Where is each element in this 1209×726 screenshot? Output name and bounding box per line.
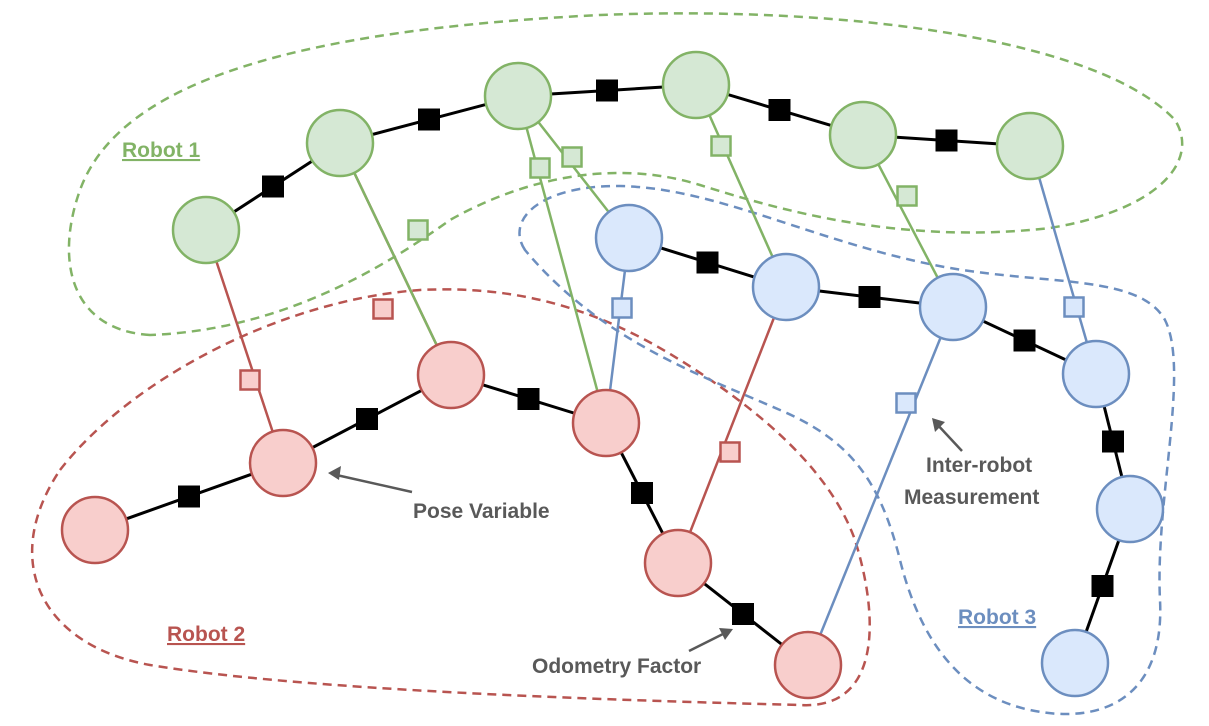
- pose-variable-node: [248, 428, 318, 498]
- inter-robot-factor: [1063, 296, 1085, 318]
- inter-robot-label-line2: Measurement: [904, 486, 1039, 509]
- factors-layer: [178, 79, 1124, 625]
- pose-variable-node: [483, 61, 553, 131]
- robot2-label: Robot 2: [167, 623, 245, 646]
- pose-variable-node: [594, 203, 664, 273]
- odometry-factor: [1091, 575, 1114, 597]
- pose-variable-node: [995, 111, 1065, 181]
- inter-robot-factor: [710, 135, 732, 157]
- inter-robot-edge: [516, 95, 608, 424]
- odometry-factor: [418, 108, 440, 131]
- inter-robot-factor: [372, 298, 394, 320]
- pose-variable-node: [661, 50, 731, 120]
- odometry-factor: [935, 129, 958, 152]
- robot1-region: [67, 12, 1184, 337]
- pose-variable-node: [416, 340, 486, 410]
- pose-variable-node: [773, 630, 843, 700]
- pose-variable-node: [828, 100, 898, 170]
- inter-robot-factor: [239, 369, 261, 391]
- odometry-factor: [696, 251, 719, 274]
- pose-variable-node: [643, 528, 713, 598]
- pose-variable-node: [171, 195, 241, 265]
- pose-variable-arrow: [331, 472, 413, 494]
- odometry-factor: [631, 482, 653, 504]
- pose-variable-node: [60, 495, 130, 565]
- inter-robot-edge: [204, 229, 285, 464]
- odometry-factor: [1013, 329, 1036, 352]
- inter-robot-factor: [561, 146, 583, 168]
- pose-variable-node: [305, 108, 375, 178]
- odometry-factor: [356, 408, 378, 430]
- inter-robot-factor: [407, 219, 429, 241]
- odometry-factor-label: Odometry Factor: [532, 655, 701, 678]
- pose-variable-node: [1061, 339, 1131, 409]
- pose-variable-node: [918, 272, 988, 342]
- pose-variable-node: [751, 252, 821, 322]
- odometry-factor: [262, 175, 284, 198]
- nodes-layer: [60, 50, 1165, 700]
- inter-robot-factor: [611, 297, 633, 319]
- annotations-layer: [328, 418, 963, 653]
- pose-variable-label: Pose Variable: [413, 500, 550, 523]
- robot1-label: Robot 1: [122, 139, 200, 162]
- inter-robot-edge: [694, 84, 788, 288]
- labels-layer: Robot 1 Robot 2 Robot 3 Pose Variable In…: [122, 139, 1039, 678]
- robot2-region: [30, 288, 871, 707]
- odometry-factor: [768, 99, 791, 121]
- inter-robot-factor: [896, 185, 918, 207]
- odometry-factor: [858, 286, 881, 308]
- inter-robot-edge: [338, 142, 453, 376]
- odometry-factor: [517, 388, 540, 410]
- inter-robot-edge: [806, 306, 955, 666]
- inter-robot-edge: [1028, 145, 1098, 375]
- odometry-factor-arrowhead: [719, 628, 733, 640]
- inter-robot-arrowhead: [932, 418, 945, 432]
- inter-robot-edge: [676, 286, 788, 564]
- inter-robot-factor: [529, 157, 551, 179]
- inter-robot-factor: [895, 392, 917, 414]
- pose-variable-node: [1040, 628, 1110, 698]
- inter-robot-label-line1: Inter-robot: [926, 454, 1032, 477]
- odometry-factor: [596, 79, 618, 102]
- odometry-factor: [178, 485, 200, 508]
- robot3-label: Robot 3: [958, 606, 1036, 629]
- odometry-factor: [732, 603, 754, 625]
- odometry-factor: [1102, 430, 1124, 453]
- pose-variable-arrowhead: [328, 466, 341, 480]
- pose-variable-node: [571, 388, 641, 458]
- pose-variable-node: [1095, 474, 1165, 544]
- inter-robot-factor: [719, 441, 741, 463]
